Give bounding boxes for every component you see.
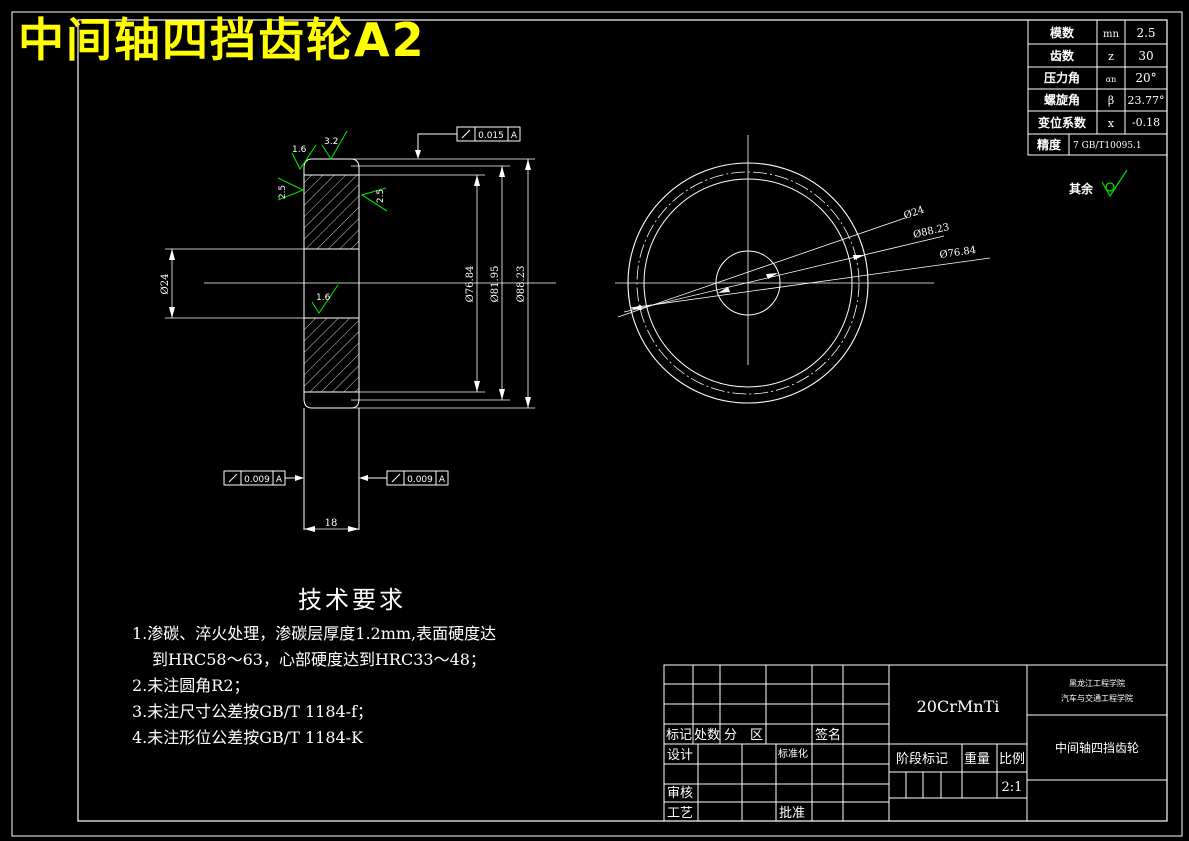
param-name-module: 模数	[1050, 25, 1075, 40]
dim-face-width: 18	[325, 518, 338, 529]
drawing-title: 中间轴四挡齿轮A2	[18, 13, 426, 67]
dim-pitch-diameter: Ø81.95	[490, 266, 501, 303]
tb-approve: 批准	[779, 806, 805, 821]
leader-bore	[617, 217, 906, 318]
tb-scale-label: 比例	[999, 752, 1025, 767]
leader-tip	[623, 235, 945, 313]
gear-parameter-table	[1027, 19, 1168, 156]
front-dim-bore: Ø24	[902, 205, 925, 222]
param-symbol-helix-angle: β	[1108, 94, 1114, 107]
outer-border	[11, 11, 1183, 837]
tolerance-right-value: 0.009	[407, 475, 433, 485]
inner-frame	[77, 19, 1168, 822]
roughness-symbol-bore	[311, 284, 339, 315]
leader-root	[629, 257, 991, 309]
tb-standardize: 标准化	[778, 747, 808, 760]
rest-roughness-symbol	[1101, 169, 1128, 198]
org-line2: 汽车与交通工程学院	[1061, 693, 1133, 703]
dim-bore-diameter: Ø24	[160, 274, 171, 295]
requirements-heading: 技术要求	[298, 586, 406, 614]
param-symbol-pressure-angle: αn	[1106, 75, 1117, 84]
title-block-text: 20CrMnTi 黑龙江工程学院 汽车与交通工程学院 中间轴四挡齿轮 标记 处数…	[666, 678, 1139, 821]
param-name-helix-angle: 螺旋角	[1044, 92, 1080, 107]
gear-front-view	[615, 135, 991, 404]
tb-sign: 签名	[815, 727, 841, 743]
dim-tip-diameter: Ø88.23	[516, 266, 527, 303]
tolerance-left-datum: A	[276, 475, 283, 485]
dim-root-diameter: Ø76.84	[465, 266, 476, 303]
hatch-lower	[303, 317, 360, 393]
tb-stage-mark: 阶段标记	[896, 752, 948, 767]
tb-process: 工艺	[667, 806, 693, 821]
material-label: 20CrMnTi	[917, 697, 1000, 716]
tb-scale: 2:1	[1002, 780, 1023, 795]
tb-zone: 分 区	[724, 728, 763, 743]
param-name-teeth: 齿数	[1050, 48, 1075, 63]
gear-parameter-text: 模数 mn 2.5 齿数 z 30 压力角 αn 20° 螺旋角 β 23.77…	[1037, 25, 1165, 152]
org-line1: 黑龙江工程学院	[1069, 678, 1125, 688]
requirement-4: 4.未注形位公差按GB/T 1184-K	[132, 728, 364, 747]
param-value-accuracy: 7 GB/T10095.1	[1073, 141, 1142, 151]
roughness-symbol-left	[277, 177, 305, 201]
param-symbol-module: mn	[1103, 29, 1119, 40]
tolerance-right-datum: A	[439, 475, 446, 485]
title-block-grid	[663, 664, 1168, 822]
roughness-right: 2.5	[376, 189, 386, 203]
tolerance-left-value: 0.009	[244, 475, 270, 485]
requirement-1: 1.渗碳、淬火处理，渗碳层厚度1.2mm,表面硬度达	[132, 624, 497, 643]
roughness-left: 2.5	[278, 185, 288, 199]
roughness-bore: 1.6	[316, 293, 331, 303]
requirement-2: 2.未注圆角R2；	[132, 676, 250, 695]
drawing-name: 中间轴四挡齿轮	[1055, 740, 1139, 755]
param-value-helix-angle: 23.77°	[1128, 94, 1165, 107]
roughness-top-b: 3.2	[324, 137, 338, 147]
tolerance-frame-top	[417, 126, 521, 155]
requirement-3: 3.未注尺寸公差按GB/T 1184-f；	[132, 702, 374, 721]
tb-weight: 重量	[964, 751, 990, 767]
roughness-symbol-right	[360, 187, 388, 212]
rest-roughness-label: 其余	[1069, 181, 1094, 196]
gear-section-view: Ø76.84 Ø81.95 Ø88.23 Ø24 18 1.6 3.2 2.5 …	[160, 126, 556, 532]
tolerance-top-value: 0.015	[478, 131, 504, 141]
param-value-module: 2.5	[1136, 26, 1155, 40]
front-dim-tip: Ø88.23	[912, 222, 950, 241]
roughness-symbol-top-b	[321, 130, 348, 161]
param-value-pressure-angle: 20°	[1135, 71, 1156, 85]
roughness-top-a: 1.6	[292, 145, 307, 155]
tolerance-frame-right	[363, 470, 449, 486]
roughness-symbol-top-a	[291, 144, 317, 171]
hatch-upper	[303, 174, 360, 250]
front-dim-root: Ø76.84	[939, 245, 977, 261]
tb-count: 处数	[694, 728, 720, 743]
tolerance-top-datum: A	[511, 131, 518, 141]
param-name-accuracy: 精度	[1037, 137, 1062, 152]
param-name-shift-coefficient: 变位系数	[1038, 115, 1087, 130]
param-value-teeth: 30	[1138, 49, 1153, 63]
param-symbol-teeth: z	[1108, 50, 1114, 63]
param-value-shift-coefficient: -0.18	[1132, 116, 1160, 129]
tb-design: 设计	[667, 748, 693, 763]
param-symbol-shift-coefficient: x	[1108, 117, 1115, 130]
requirement-1-cont: 到HRC58～63，心部硬度达到HRC33～48；	[152, 650, 486, 669]
tb-review: 审核	[667, 786, 693, 801]
tb-mark: 标记	[666, 728, 692, 743]
param-name-pressure-angle: 压力角	[1044, 70, 1080, 85]
